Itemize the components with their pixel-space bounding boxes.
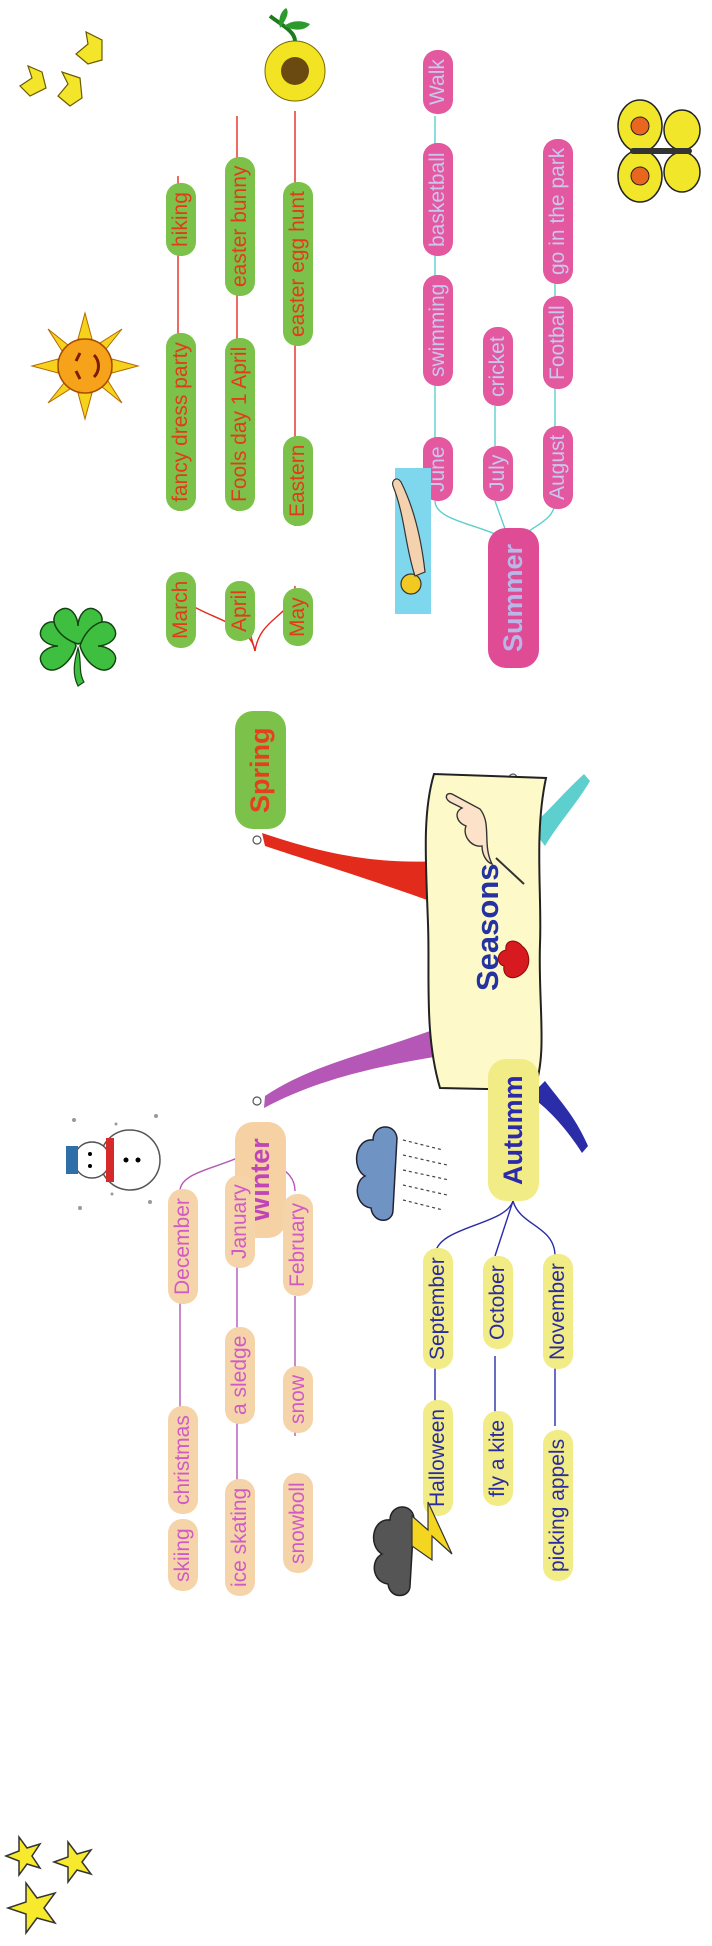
rain-cloud-icon — [345, 1100, 455, 1230]
winter-month-january: January — [225, 1175, 255, 1268]
spring-branch-label: Spring — [235, 712, 286, 830]
summer-item-cricket: cricket — [483, 327, 513, 406]
autumn-month-november: November — [543, 1254, 573, 1369]
sun-icon — [30, 311, 140, 421]
winter-item-ice-skating: ice skating — [225, 1479, 255, 1596]
winter-trunk — [264, 1031, 440, 1108]
spring-item-easter-egg-hunt: easter egg hunt — [283, 182, 313, 346]
center-title: Seasons — [470, 863, 506, 991]
spring-trunk — [262, 833, 440, 901]
spring-item-fools-day: Fools day 1 April — [225, 338, 255, 511]
winter-month-february: February — [283, 1194, 313, 1296]
autumn-item-picking-appels: picking appels — [543, 1430, 573, 1581]
autumn-month-september: September — [423, 1248, 453, 1369]
winter-item-skiing: skiing — [168, 1519, 198, 1591]
spring-item-fancy-dress-party: fancy dress party — [166, 333, 196, 511]
summer-month-july: July — [483, 446, 513, 501]
summer-item-basketball: basketball — [423, 143, 453, 256]
spring-month-april: April — [225, 581, 255, 641]
winter-item-a-sledge: a sledge — [225, 1327, 255, 1424]
daffodils-icon — [10, 26, 120, 126]
snowman-icon — [60, 1100, 170, 1220]
stars-icon — [2, 1824, 110, 1944]
winter-node-dot — [253, 1097, 261, 1105]
flower-icon — [240, 6, 350, 116]
winter-item-snow: snow — [283, 1366, 313, 1433]
summer-item-football: Football — [543, 296, 573, 389]
winter-month-december: December — [168, 1189, 198, 1304]
spring-month-may: May — [283, 588, 313, 646]
autumn-month-october: October — [483, 1256, 513, 1349]
butterfly-icon — [610, 96, 710, 206]
four-leaf-clover-icon — [28, 596, 128, 696]
summer-month-august: August — [543, 426, 573, 509]
summer-item-walk: Walk — [423, 50, 453, 114]
summer-item-swimming: swimming — [423, 275, 453, 386]
winter-item-christmas: christmas — [168, 1406, 198, 1514]
summer-item-go-in-the-park: go in the park — [543, 139, 573, 284]
spring-item-easter-bunny: easter bunny — [225, 157, 255, 296]
thunderstorm-icon — [360, 1476, 455, 1606]
spring-node-dot — [253, 836, 261, 844]
swimmer-icon — [375, 466, 450, 616]
spring-item-hiking: hiking — [166, 183, 196, 256]
summer-branch-label: Summer — [488, 528, 539, 668]
winter-item-snowboll: snowboll — [283, 1473, 313, 1573]
spring-month-march: March — [166, 572, 196, 648]
spring-item-eastern: Eastern — [283, 436, 313, 526]
autumn-item-fly-a-kite: fly a kite — [483, 1411, 513, 1506]
autumn-branch-label: Autumm — [488, 1060, 539, 1202]
